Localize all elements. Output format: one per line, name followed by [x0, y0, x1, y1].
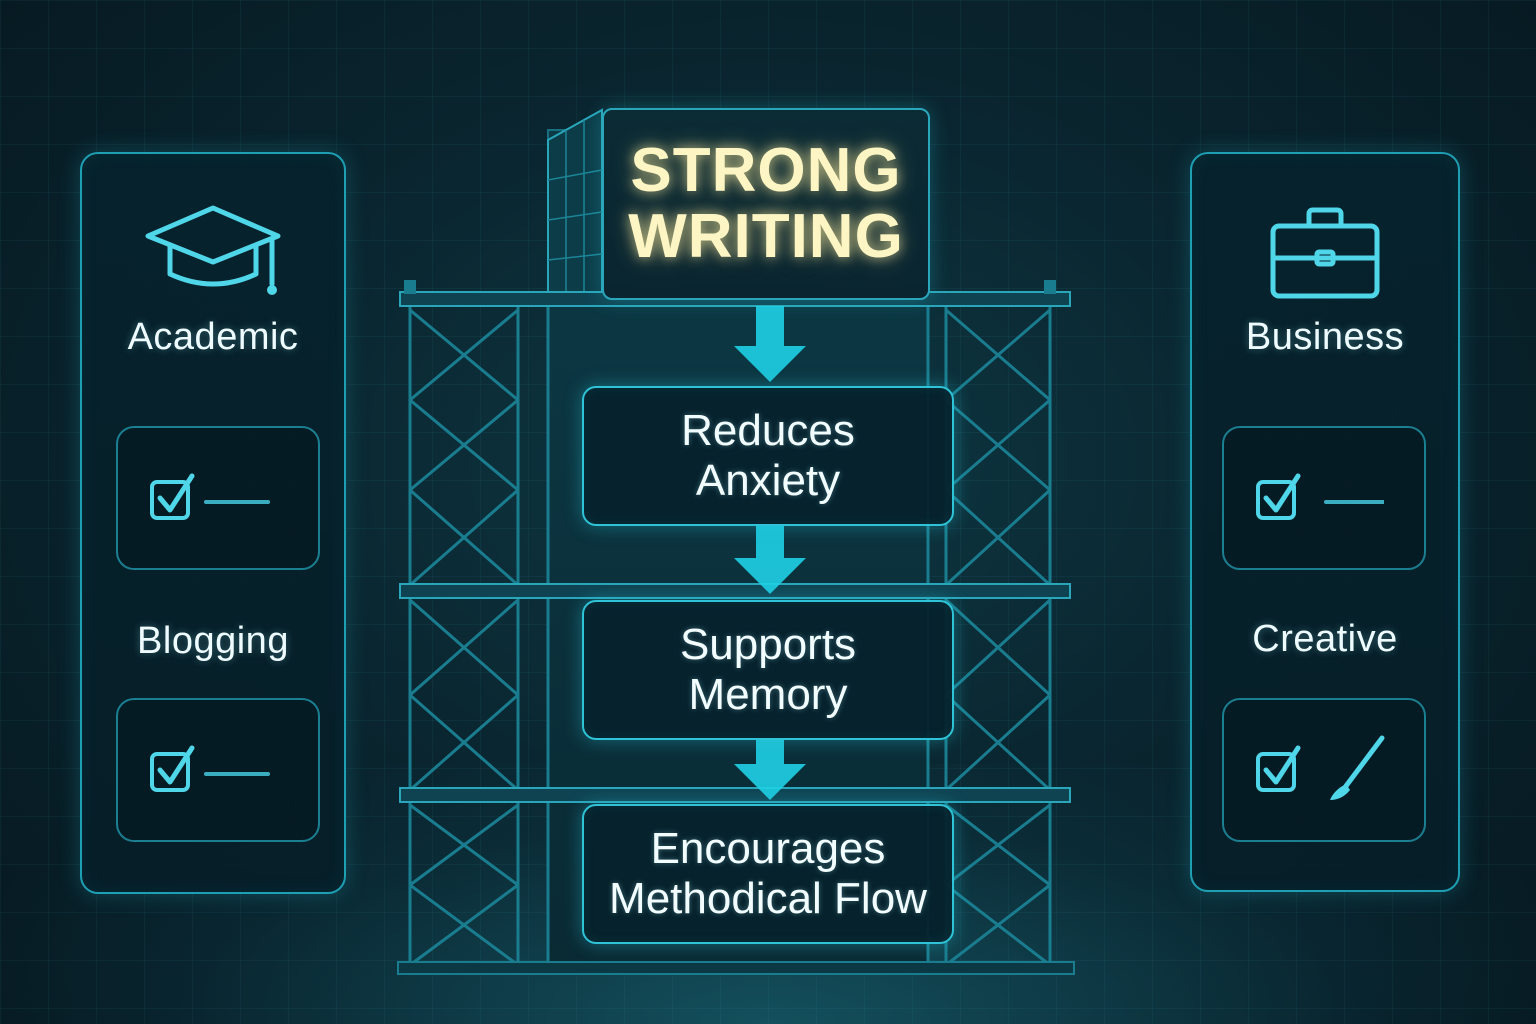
left-category-panel: Academic Blogging [80, 152, 346, 894]
category-blogging: Blogging [137, 620, 289, 662]
title-line-2: WRITING [628, 202, 904, 271]
step-1-line-1: Reduces [681, 406, 855, 455]
briefcase-icon [1270, 207, 1380, 299]
checkbox-checked-icon [150, 745, 270, 792]
creative-checklist-card [1222, 698, 1426, 842]
right-category-panel: Business Creative [1190, 152, 1460, 892]
step-2-line-2: Memory [688, 670, 848, 719]
step-reduces-anxiety: Reduces Anxiety [582, 386, 954, 526]
paintbrush-icon [1330, 735, 1385, 800]
blogging-checklist-card [116, 698, 320, 842]
step-1-line-2: Anxiety [695, 456, 841, 505]
tower-side-facet [547, 108, 603, 301]
step-2-line-1: Supports [679, 620, 857, 669]
category-academic: Academic [127, 316, 299, 358]
strong-writing-title-box: STRONG WRITING [602, 108, 930, 300]
checkbox-checked-icon [1256, 735, 1385, 800]
business-checklist-card [1222, 426, 1426, 570]
checkbox-checked-icon [1256, 473, 1384, 520]
left-scaffold [408, 300, 550, 970]
down-arrow-icon [734, 524, 806, 594]
down-arrow-icon [734, 738, 806, 800]
step-supports-memory: Supports Memory [582, 600, 954, 740]
tower-side-grid [547, 120, 603, 300]
category-business: Business [1245, 316, 1405, 358]
down-arrow-icon [734, 306, 806, 382]
category-creative: Creative [1252, 618, 1398, 660]
step-3-line-1: Encourages [650, 824, 886, 873]
step-encourages-methodical-flow: Encourages Methodical Flow [582, 804, 954, 944]
academic-checklist-card [116, 426, 320, 570]
title-line-1: STRONG [630, 136, 902, 205]
graduation-cap-icon [145, 205, 281, 295]
checkbox-checked-icon [150, 473, 270, 520]
step-3-line-2: Methodical Flow [609, 874, 927, 923]
